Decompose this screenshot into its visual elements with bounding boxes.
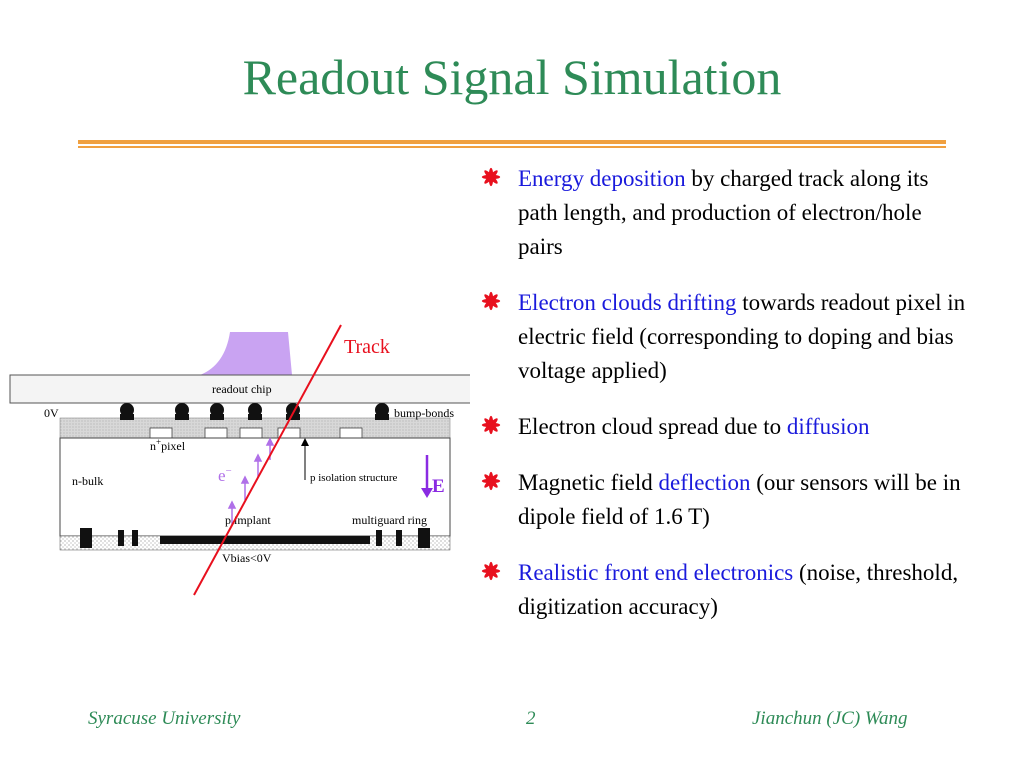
readout-chip: [9, 374, 470, 404]
charge-profile-shape: [200, 332, 292, 375]
bullet-text: Magnetic field: [518, 470, 659, 495]
n-pixel-label: n+pixel: [150, 437, 186, 453]
bump-bonds-label: bump-bonds: [394, 406, 454, 420]
bullet-highlight-text: deflection: [658, 470, 751, 495]
readout-chip-label: readout chip: [212, 382, 272, 396]
bullet-item: Electron cloud spread due to diffusion: [480, 410, 970, 444]
sensor-bulk: [59, 437, 451, 537]
bullet-highlight-text: diffusion: [786, 414, 870, 439]
bullet-highlight-text: Realistic front end electronics: [518, 560, 794, 585]
drift-arrows: [227, 437, 275, 525]
pixel-sensor-diagram: readout chip 0V bump-bonds n-bulk n+pixe…: [9, 324, 470, 596]
asterisk-flower-icon: [480, 410, 504, 444]
field-label: E: [432, 476, 445, 497]
asterisk-flower-icon: [480, 286, 504, 320]
track-label: Track: [344, 336, 390, 358]
title-divider: [78, 140, 946, 144]
asterisk-flower-icon: [480, 466, 504, 500]
bullet-text: Electron cloud spread due to: [518, 414, 787, 439]
asterisk-flower-icon: [480, 556, 504, 590]
bullet-item: Energy deposition by charged track along…: [480, 162, 970, 264]
field-arrow-icon: [421, 488, 433, 498]
slide-title: Readout Signal Simulation: [242, 49, 782, 105]
title-divider-thin: [78, 146, 946, 148]
bump-bonds: [120, 403, 389, 420]
isolation-structure-label: p isolation structure: [310, 472, 397, 484]
n-bulk-label: n-bulk: [72, 474, 103, 488]
bullet-highlight-text: Energy deposition: [518, 166, 686, 191]
particle-track: [193, 324, 342, 596]
bullet-list: Energy deposition by charged track along…: [480, 162, 970, 646]
bullet-item: Realistic front end electronics (noise, …: [480, 556, 970, 624]
bullet-highlight-text: Electron clouds drifting: [518, 290, 737, 315]
footer-left: Syracuse University: [88, 708, 241, 729]
vbias-label: Vbias<0V: [222, 551, 272, 565]
bullet-text: towards readout pixel in electric field …: [518, 290, 966, 383]
asterisk-flower-icon: [480, 162, 504, 196]
bullet-text: (our sensors will be in dipole field of …: [518, 470, 961, 529]
footer-page-number: 2: [526, 708, 536, 729]
bullet-item: Magnetic field deflection (our sensors w…: [480, 466, 970, 534]
footer-right: Jianchun (JC) Wang: [752, 708, 908, 729]
electron-label: e−: [218, 465, 232, 485]
bullet-text: (noise, threshold, digitization accuracy…: [518, 560, 959, 619]
zero-v-label: 0V: [44, 406, 59, 420]
bullet-text: by charged track along its path length, …: [518, 166, 929, 259]
bullet-item: Electron clouds drifting towards readout…: [480, 286, 970, 388]
multiguard-ring-label: multiguard ring: [352, 513, 427, 527]
